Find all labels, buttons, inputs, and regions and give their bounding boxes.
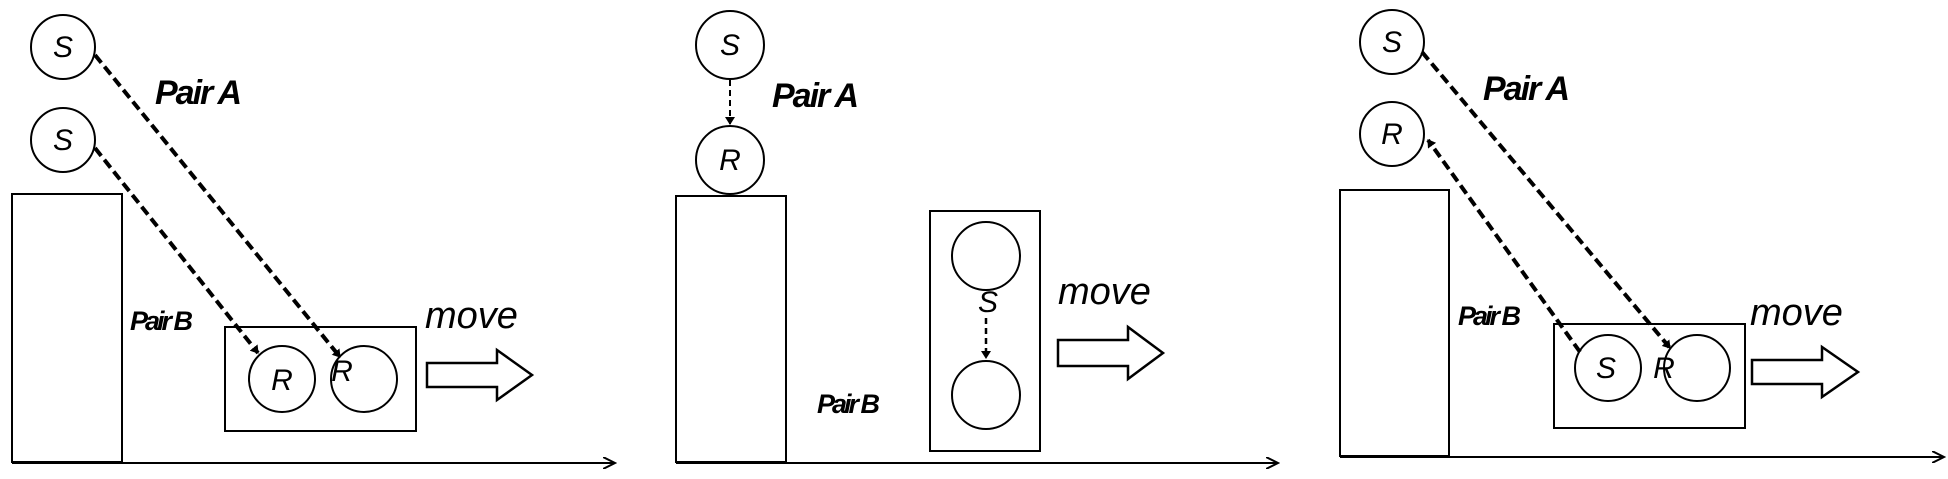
node-lower	[951, 360, 1021, 430]
node-label: S	[53, 124, 73, 157]
moving-vehicle	[224, 326, 417, 432]
link-pair-a	[1420, 50, 1672, 350]
move-arrow-icon	[1750, 344, 1861, 400]
pair-a-label: Pair A	[772, 77, 857, 115]
sender-node: S	[30, 107, 96, 173]
move-arrow-icon	[425, 347, 535, 403]
panel-1: S S R R Pair A Pair B move	[11, 14, 615, 463]
node-label: R	[331, 355, 353, 388]
node-label: R	[1381, 118, 1403, 151]
move-arrow-icon	[1056, 324, 1166, 382]
node-label: R	[271, 364, 293, 397]
link-pair-a	[93, 53, 342, 359]
sender-label: S	[978, 286, 998, 319]
panel-2: S R S Pair A Pair B move	[675, 10, 1278, 463]
receiver-node: R	[248, 345, 316, 413]
moving-vehicle	[1553, 323, 1746, 429]
move-label: move	[1058, 271, 1151, 313]
pair-b-label: Pair B	[817, 389, 880, 419]
moving-vehicle	[929, 210, 1041, 452]
sender-node: S	[1359, 9, 1425, 75]
pair-b-label: Pair B	[130, 306, 193, 336]
receiver-node: R	[1359, 101, 1425, 167]
link-pair-b	[1426, 138, 1582, 354]
node-label: S	[1382, 26, 1402, 59]
node-label: S	[1596, 352, 1616, 385]
building	[1339, 189, 1450, 457]
receiver-node: R	[695, 125, 765, 195]
node-label: S	[720, 29, 740, 62]
move-label: move	[1750, 292, 1843, 334]
sender-node: S	[1574, 334, 1642, 402]
link-pair-b	[93, 146, 260, 355]
node-upper	[951, 221, 1021, 291]
panel-3: S R S R Pair A Pair B move	[1339, 9, 1944, 457]
node-label: R	[1653, 352, 1675, 385]
sender-node: S	[695, 10, 765, 80]
node-label: R	[719, 144, 741, 177]
sender-node: S	[30, 14, 96, 80]
building	[11, 193, 123, 463]
receiver-node: R	[330, 345, 398, 413]
pair-b-label: Pair B	[1458, 301, 1521, 331]
pair-a-label: Pair A	[1483, 70, 1568, 108]
receiver-node: R	[1653, 334, 1731, 402]
building	[675, 195, 787, 463]
node-label: S	[53, 31, 73, 64]
pair-a-label: Pair A	[155, 74, 240, 112]
move-label: move	[425, 295, 518, 337]
